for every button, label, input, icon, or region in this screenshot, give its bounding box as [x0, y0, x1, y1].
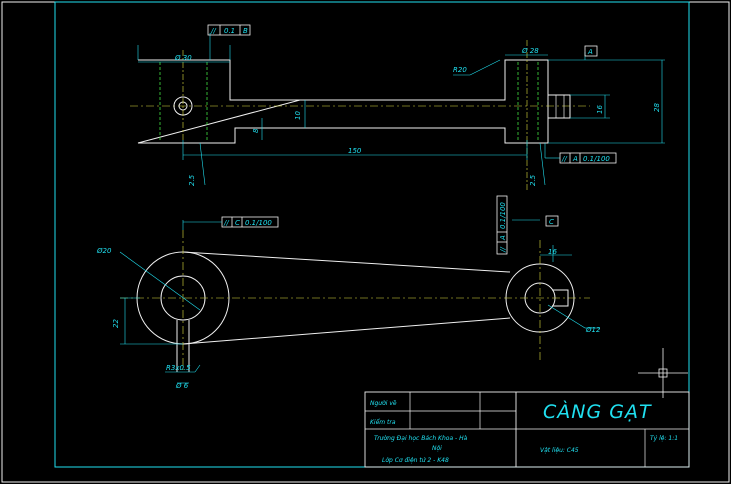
tb-row-checked: Kiểm tra — [370, 419, 396, 426]
flatness-datum: B — [243, 27, 248, 35]
fcf-a-datum: A — [499, 235, 507, 241]
title-block — [364, 391, 690, 468]
tb-school-line1: Trường Đại học Bách Khoa - Hà — [374, 435, 468, 442]
datum-c-box — [545, 215, 559, 227]
front-view — [119, 219, 600, 384]
dim-offset: 22 — [112, 319, 120, 328]
dim-length: 150 — [348, 147, 362, 155]
fcf-bottom-tol: 0.1/100 — [583, 155, 610, 163]
dim-16: 16 — [548, 248, 557, 256]
dim-top-left-diameter: Ø 30 — [174, 54, 192, 62]
fcf-bottom-datum: A — [572, 155, 578, 163]
tb-scale: Tỷ lệ: 1:1 — [650, 435, 678, 442]
fcf-a-symbol: // — [499, 247, 507, 253]
fcf-c-symbol: // — [223, 219, 229, 227]
dim-thickness-10: 10 — [294, 111, 302, 120]
tb-class-line: Lớp Cơ điện tử 2 - K48 — [382, 457, 449, 464]
dim-chamfer-right: 2.5 — [529, 174, 537, 186]
datum-a-label: A — [587, 48, 593, 56]
top-view — [130, 33, 665, 190]
tb-material: Vật liệu: C45 — [540, 447, 579, 454]
dim-6: Ø 6 — [175, 382, 189, 390]
fcf-parallel-c — [183, 216, 279, 228]
fcf-flatness — [207, 24, 251, 36]
dim-right-height: 28 — [653, 103, 661, 112]
dim-hole-label: R3x0.5 — [166, 364, 191, 372]
fcf-c-tol: 0.1/100 — [245, 219, 272, 227]
drawing-title: CÀNG GẠT — [543, 400, 652, 423]
fcf-c-datum: C — [235, 219, 240, 227]
dim-small-circle: Ø12 — [585, 326, 601, 334]
flatness-symbol: // — [210, 27, 216, 35]
dim-chamfer-left: 2.5 — [188, 174, 196, 186]
dim-right-stub: 16 — [596, 105, 604, 114]
dim-big-circle: Ø20 — [96, 247, 112, 255]
datum-a-box — [584, 45, 598, 57]
fcf-perpendicular-a — [496, 195, 508, 255]
dim-top-right-diameter: Ø 28 — [521, 47, 539, 55]
fcf-bottom-symbol: // — [561, 155, 567, 163]
fcf-parallel-bottom — [559, 152, 617, 164]
datum-c-label: C — [549, 218, 554, 226]
tb-row-drawn: Người vẽ — [370, 400, 397, 407]
tb-school-line2: Nội — [432, 445, 442, 452]
dim-radius: R20 — [453, 66, 467, 74]
crosshair-cursor-icon — [638, 348, 688, 398]
fcf-a-tol: 0.1/100 — [499, 202, 507, 229]
dim-thickness-8: 8 — [252, 128, 260, 133]
flatness-tol: 0.1 — [224, 27, 235, 35]
